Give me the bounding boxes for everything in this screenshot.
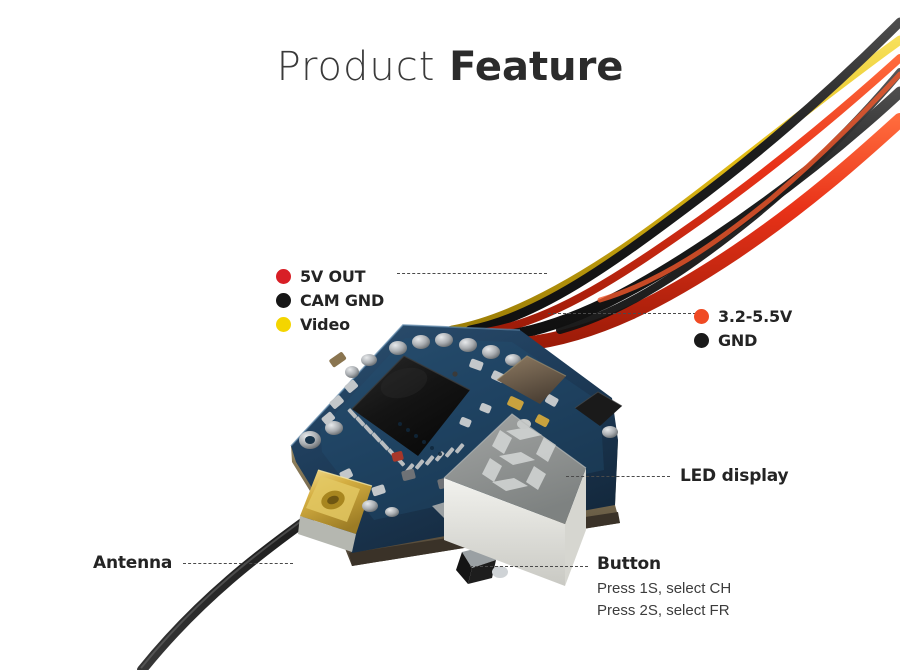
leader-line-button (470, 566, 588, 567)
legend-label: CAM GND (300, 290, 385, 310)
ic-chip (347, 355, 471, 474)
page-title: Product Feature (0, 44, 900, 90)
dot-icon (276, 316, 291, 332)
power-video-wires (432, 17, 900, 364)
title-bold-part: Feature (449, 44, 624, 90)
leader-line-5v-out (397, 273, 547, 274)
legend-item-5v-out: 5V OUT (276, 264, 384, 288)
callout-line-2: Press 2S, select FR (597, 602, 730, 619)
legend-label: 3.2-5.5V (718, 306, 793, 326)
dot-icon (276, 292, 291, 308)
callout-title: LED display (680, 466, 789, 486)
antenna-cable (137, 511, 317, 670)
antenna-connector (298, 469, 373, 552)
callout-title: Antenna (93, 553, 173, 573)
legend-item-cam-gnd: CAM GND (276, 288, 384, 312)
callout-line-1: Press 1S, select CH (597, 580, 732, 597)
title-light-part: Product (276, 44, 450, 90)
legend-label: GND (718, 330, 758, 350)
inductor (496, 355, 567, 404)
pcb-board (290, 324, 623, 586)
legend-item-video: Video (276, 312, 384, 336)
legend-item-voltage: 3.2-5.5V (694, 304, 792, 328)
dot-icon (694, 308, 709, 324)
legend-label: 5V OUT (300, 266, 366, 286)
capacitor-black (574, 391, 623, 438)
leader-line-power (548, 313, 696, 314)
callout-button: Button Press 1S, select CH Press 2S, sel… (597, 554, 731, 622)
callout-antenna: Antenna (93, 553, 172, 573)
leader-line-antenna (183, 563, 293, 564)
left-legend: 5V OUT CAM GND Video (276, 264, 384, 336)
legend-label: Video (300, 314, 350, 334)
callout-led-display: LED display (680, 466, 789, 486)
wire-solder-pads (329, 333, 521, 378)
leader-line-led (566, 476, 670, 477)
dot-icon (694, 332, 709, 348)
right-legend: 3.2-5.5V GND (694, 304, 792, 352)
callout-title: Button (597, 554, 661, 574)
legend-item-gnd: GND (694, 328, 792, 352)
led-display (443, 413, 587, 586)
dot-icon (276, 268, 291, 284)
